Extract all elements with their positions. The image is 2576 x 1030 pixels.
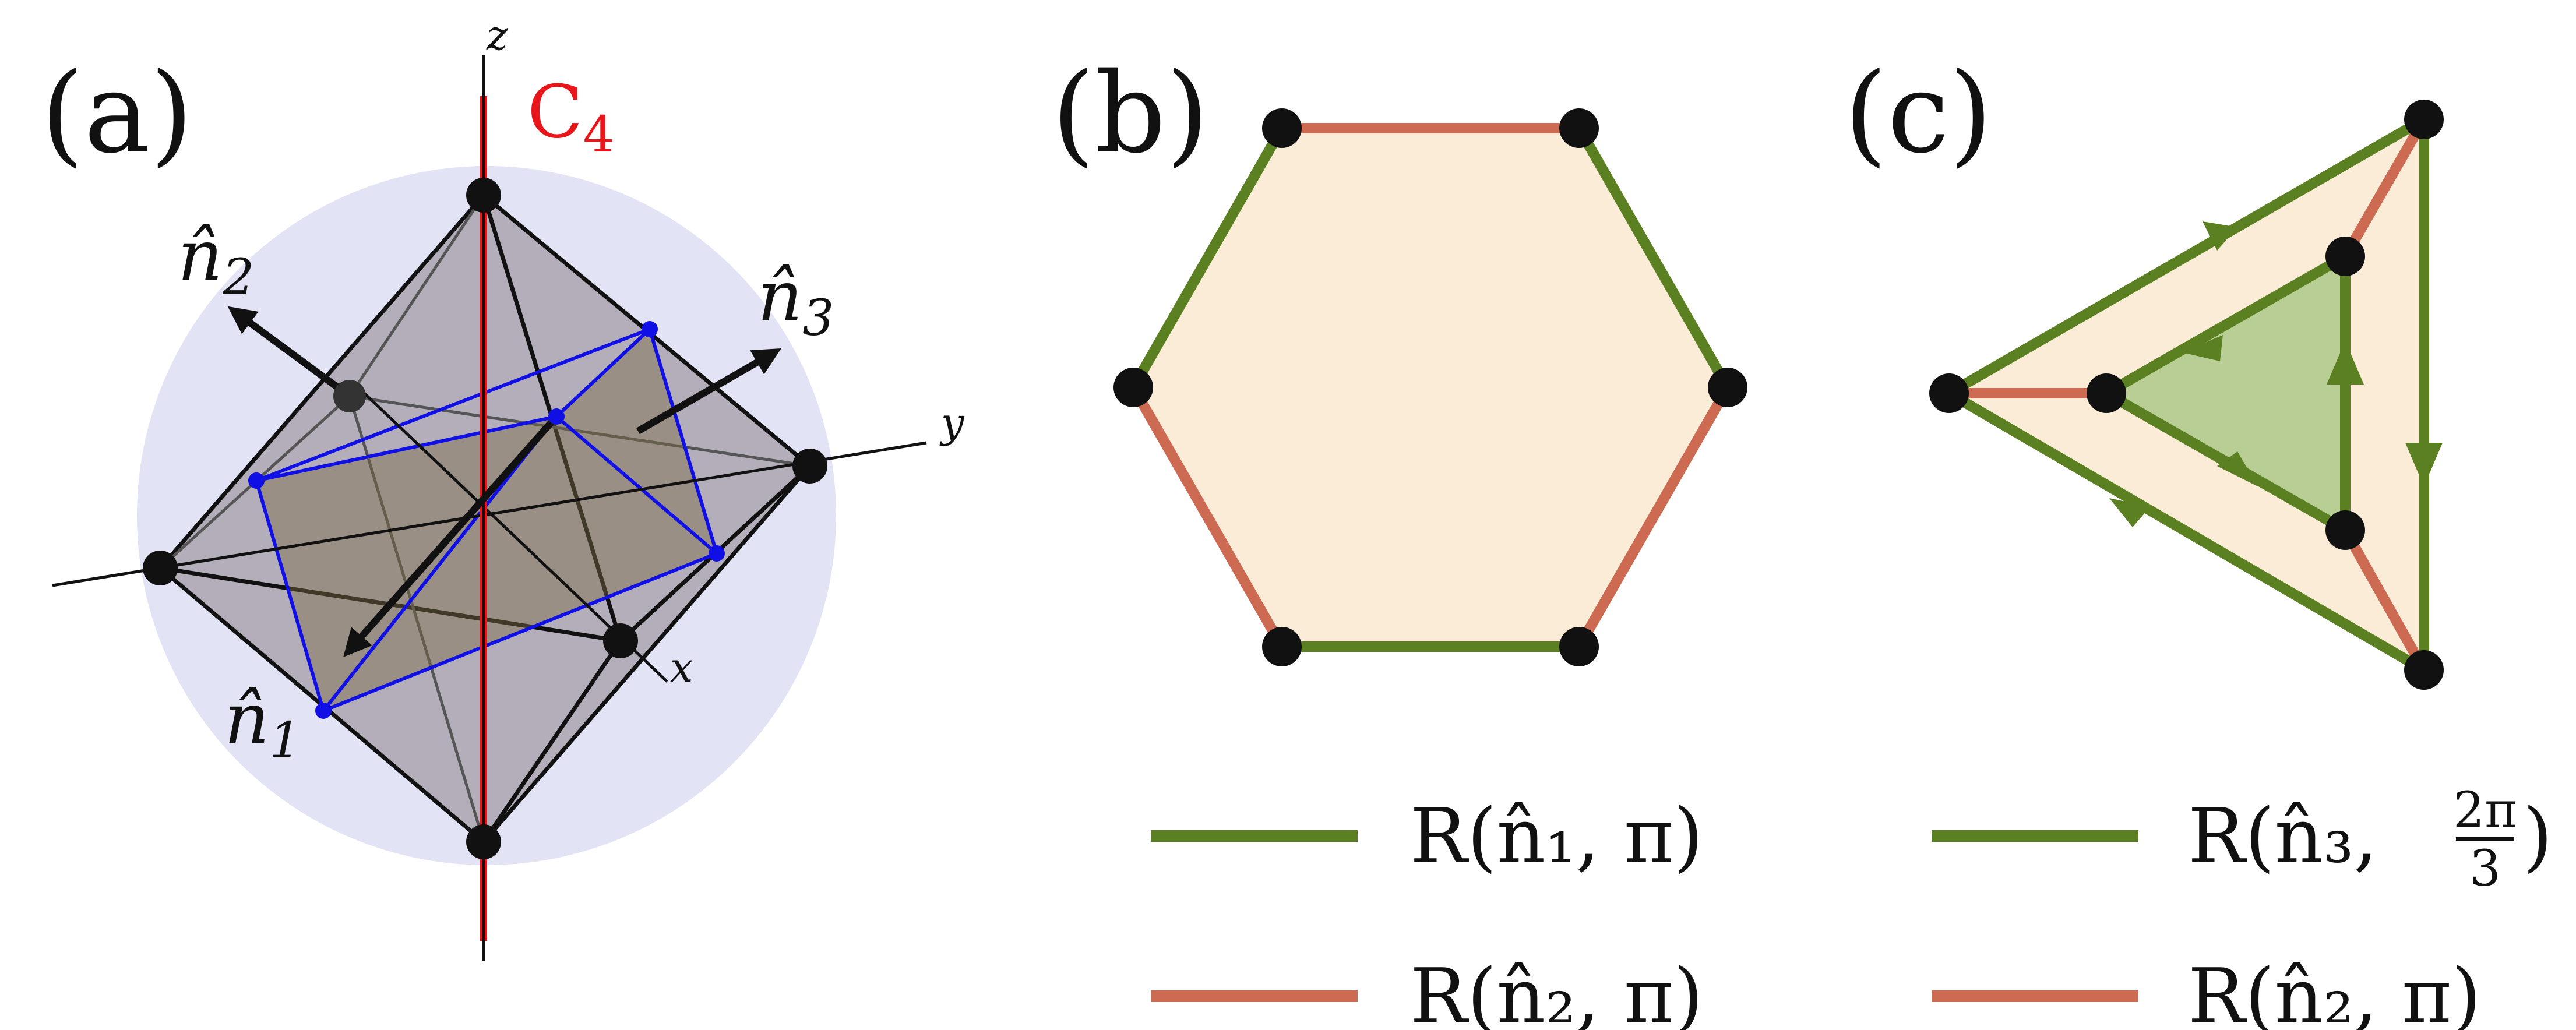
arrowhead-icon [2109,498,2150,527]
arrowhead-icon [2203,221,2237,251]
vertex-dot-icon [642,321,658,337]
hexagon-vertices [1113,108,1747,666]
legend-c-frac-den: 3 [2469,840,2501,898]
vertex-dot-icon [466,824,501,859]
n1-label: n̂1 [224,679,301,770]
panel-a-label: (a) [41,49,193,178]
inner-triangle-fill [2106,256,2345,530]
octahedron-vertices [143,178,827,859]
vertex-dot-icon [2325,237,2365,276]
n2-arrow [227,306,352,399]
vertex-dot-icon [2325,510,2365,550]
arrowhead-icon [2327,341,2364,385]
legend-c: R(n̂₃, 2π 3 ) R(n̂₂, π) [1932,782,2553,1030]
legend-c-label-1-suffix: ) [2523,792,2553,880]
triangle-vertices [1929,100,2444,690]
vertex-dot-icon [315,703,332,719]
vertex-dot-icon [1929,373,1969,413]
panel-c: (c) [1844,49,2553,1030]
n3-label: n̂3 [757,256,834,347]
vertex-dot-icon [143,551,178,585]
vertex-dot-icon [603,623,638,658]
panel-a: (a) y x z C4 [41,12,965,961]
red-connectors [1944,114,2429,675]
vertex-dot-icon [1262,627,1302,666]
c4-label: C4 [527,70,615,164]
vertex-dot-icon [1113,368,1153,407]
vertex-dot-icon [1559,108,1599,148]
vertex-dot-icon [2404,100,2444,139]
arrowhead-icon [2405,443,2443,486]
vertex-dot-icon [2087,373,2126,413]
arrowhead-icon [2217,451,2258,486]
arrowhead-icon [2182,335,2223,361]
vertex-dot-icon [1559,627,1599,666]
hex-edge-top-left [1128,123,1287,393]
vertex-dot-icon [466,178,501,213]
vertex-dot-icon [2404,650,2444,690]
panel-b: (b) R(n̂₁, π) R(n̂₂, π) [1052,49,1747,1030]
legend-c-label-2: R(n̂₂, π) [2188,952,2481,1030]
vertex-dot-icon [1262,108,1302,148]
vertex-dot-icon [709,545,725,562]
axis-x-label: x [670,644,693,692]
legend-c-label-1: R(n̂₃, [2188,792,2378,880]
axis-y-label: y [939,399,965,447]
vertex-dot-icon [548,408,565,425]
panel-b-label: (b) [1052,49,1209,178]
legend-b: R(n̂₁, π) R(n̂₂, π) [1151,792,1703,1030]
legend-c-frac-num: 2π [2453,782,2517,839]
hexagon-fill [1133,128,1728,647]
n2-label: n̂2 [178,216,254,306]
vertex-dot-icon [792,449,827,484]
n1-arrow [343,414,559,657]
vertex-dot-icon [1708,368,1747,407]
legend-b-label-2: R(n̂₂, π) [1410,952,1703,1030]
panel-c-label: (c) [1844,49,1993,178]
axis-z-label: z [486,12,509,59]
cycle-arrowheads [2109,221,2443,527]
hexagon-edges [1128,123,1733,652]
vertex-dot-icon [248,472,265,489]
hex-edge-bottom-right [1574,382,1733,652]
vertex-dot-icon [333,380,366,412]
hex-edge-bottom-left [1128,382,1287,652]
hex-edge-top-right [1574,123,1733,393]
blue-vertices [248,321,725,719]
legend-b-label-1: R(n̂₁, π) [1410,792,1703,880]
n3-arrow [636,348,781,435]
